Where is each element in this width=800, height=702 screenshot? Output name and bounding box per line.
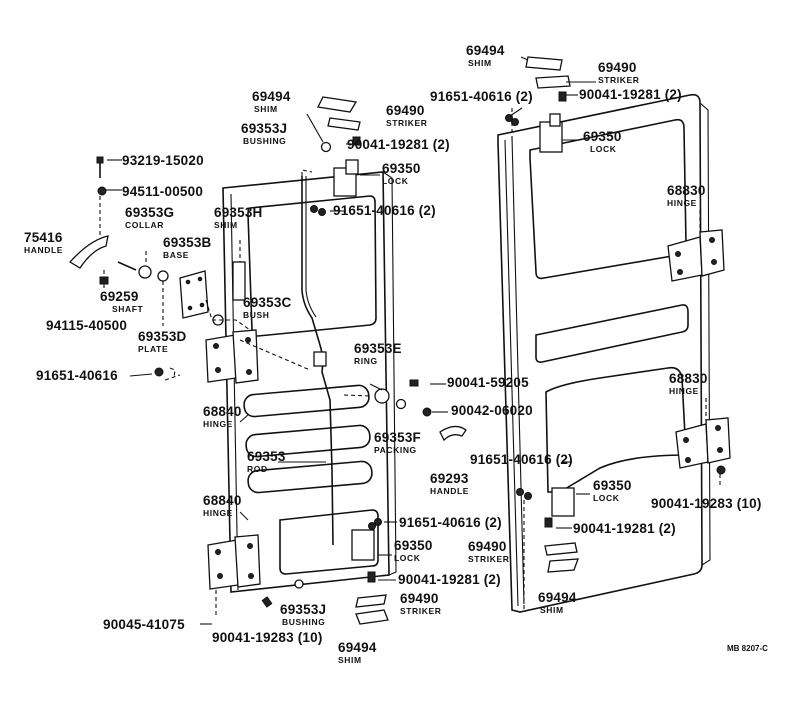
right-door-panel (497, 93, 711, 613)
label-part-69353g: 69353G (125, 205, 174, 220)
label-part-90041-19281-d: 90041-19281 (2) (573, 521, 676, 536)
label-part-90041-19283-b: 90041-19283 (10) (651, 496, 762, 511)
label-part-69353c: 69353C (243, 295, 292, 310)
label-desc-69353: ROD (247, 464, 268, 474)
label-desc-69350-upper-left: LOCK (382, 176, 409, 186)
label-part-94511-00500: 94511-00500 (122, 184, 203, 199)
label-part-69490-bottom-right: 69490 (468, 539, 507, 554)
label-desc-69490-bottom-right: STRIKER (468, 554, 510, 564)
label-desc-68840-upper: HINGE (203, 419, 233, 429)
label-desc-69353h: SHIM (214, 220, 238, 230)
label-part-69490-upper-left: 69490 (386, 103, 425, 118)
callout-labels: 93219-15020 94511-00500 75416 HANDLE 693… (24, 43, 768, 665)
label-part-91651-40616-c: 91651-40616 (2) (333, 203, 436, 218)
label-desc-69353b: BASE (163, 250, 189, 260)
label-part-69490-lower-left: 69490 (400, 591, 439, 606)
label-part-68830-upper: 68830 (667, 183, 706, 198)
label-desc-69490-lower-left: STRIKER (400, 606, 442, 616)
label-part-69353h: 69353H (214, 205, 263, 220)
label-part-75416: 75416 (24, 230, 63, 245)
label-part-69293: 69293 (430, 471, 469, 486)
label-part-69350-lower-left: 69350 (394, 538, 433, 553)
label-desc-69293: HANDLE (430, 486, 469, 496)
label-part-90041-19281-c: 90041-19281 (2) (579, 87, 682, 102)
label-desc-69350-lower-left: LOCK (394, 553, 421, 563)
right-lower-hinge (675, 417, 731, 475)
label-part-69353b: 69353B (163, 235, 212, 250)
label-part-90045-41075: 90045-41075 (103, 617, 185, 632)
label-part-69490-top-right: 69490 (598, 60, 637, 75)
label-part-91651-40616-b: 91651-40616 (2) (399, 515, 502, 530)
left-lower-hinge (207, 534, 261, 590)
inside-handle-base (68, 156, 246, 326)
label-part-94115-40500: 94115-40500 (46, 318, 127, 333)
label-part-69353d: 69353D (138, 329, 187, 344)
label-part-90041-59205: 90041-59205 (447, 375, 529, 390)
label-part-93219-15020: 93219-15020 (122, 153, 204, 168)
label-desc-69353f: PACKING (374, 445, 417, 455)
label-desc-69353c: BUSH (243, 310, 270, 320)
label-desc-69353d: PLATE (138, 344, 168, 354)
label-part-91651-40616-a: 91651-40616 (36, 368, 118, 383)
label-desc-69353j-upper: BUSHING (243, 136, 286, 146)
outside-handle-parts (154, 367, 467, 442)
label-desc-68840-lower: HINGE (203, 508, 233, 518)
label-part-69494-lower-left: 69494 (338, 640, 377, 655)
label-part-91651-40616-e: 91651-40616 (2) (470, 452, 573, 467)
left-leader-lines (99, 113, 448, 625)
label-desc-69494-bottom-right: SHIM (540, 605, 564, 615)
right-upper-hinge (667, 229, 725, 282)
label-desc-68830-lower: HINGE (669, 386, 699, 396)
label-desc-69350-upper-right: LOCK (590, 144, 617, 154)
right-upper-lock-parts (505, 56, 571, 153)
label-desc-69490-upper-left: STRIKER (386, 118, 428, 128)
left-upper-lock-parts (310, 96, 361, 216)
label-desc-75416: HANDLE (24, 245, 63, 255)
label-part-69353j-lower: 69353J (280, 602, 326, 617)
label-part-68830-lower: 68830 (669, 371, 708, 386)
label-part-91651-40616-d: 91651-40616 (2) (430, 89, 533, 104)
label-part-69494-upper-left: 69494 (252, 89, 291, 104)
label-part-69494-top-right: 69494 (466, 43, 505, 58)
label-part-69494-bottom-right: 69494 (538, 590, 577, 605)
label-part-90041-19281-a: 90041-19281 (2) (398, 572, 501, 587)
label-desc-69494-lower-left: SHIM (338, 655, 362, 665)
label-part-69353f: 69353F (374, 430, 421, 445)
drawing-code: MB 8207-C (727, 644, 768, 653)
label-desc-69353e: RING (354, 356, 378, 366)
label-desc-69259: SHAFT (112, 304, 144, 314)
label-desc-69494-top-right: SHIM (468, 58, 492, 68)
label-part-69353: 69353 (247, 449, 286, 464)
right-lower-lock-parts (516, 487, 579, 573)
label-part-69350-lower-right: 69350 (593, 478, 632, 493)
label-part-69259: 69259 (100, 289, 139, 304)
label-part-69353j-upper: 69353J (241, 121, 287, 136)
label-desc-69350-lower-right: LOCK (593, 493, 620, 503)
label-desc-69353g: COLLAR (125, 220, 164, 230)
label-part-69350-upper-left: 69350 (382, 161, 421, 176)
label-part-69350-upper-right: 69350 (583, 129, 622, 144)
label-part-69353e: 69353E (354, 341, 402, 356)
label-desc-69353j-lower: BUSHING (282, 617, 325, 627)
label-part-90041-19281-b: 90041-19281 (2) (347, 137, 450, 152)
left-lower-lock-parts (261, 518, 389, 625)
right-leader-lines (509, 56, 721, 610)
label-desc-69494-upper-left: SHIM (254, 104, 278, 114)
left-upper-hinge (205, 329, 259, 384)
label-part-90042-06020: 90042-06020 (451, 403, 533, 418)
label-part-90041-19283-a: 90041-19283 (10) (212, 630, 323, 645)
label-desc-69490-top-right: STRIKER (598, 75, 640, 85)
label-part-68840-lower: 68840 (203, 493, 242, 508)
label-part-68840-upper: 68840 (203, 404, 242, 419)
operating-rod (301, 176, 334, 546)
label-desc-68830-upper: HINGE (667, 198, 697, 208)
